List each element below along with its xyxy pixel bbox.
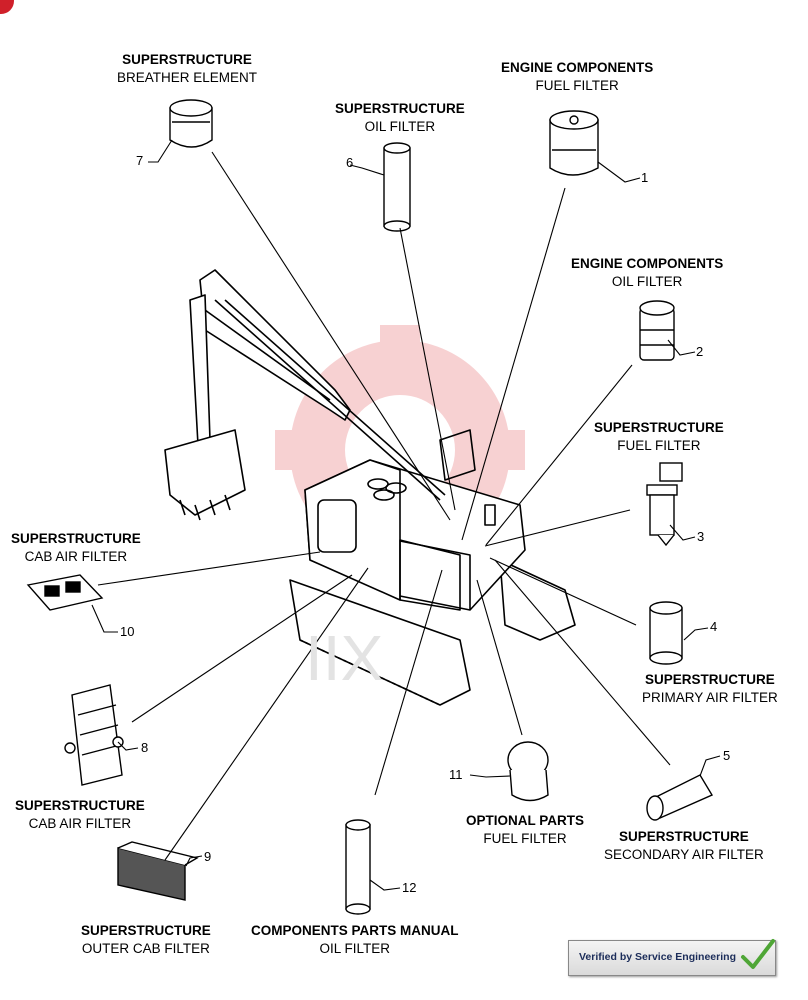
part-3-fuel-filter-icon: [646, 462, 683, 547]
checkmark-icon: [741, 939, 775, 969]
callout-number-2: 2: [696, 344, 704, 359]
callout-number-8: 8: [141, 740, 149, 755]
part-9-outer-cab-filter-icon: [117, 841, 199, 901]
excavator-illustration: [164, 269, 576, 706]
leader-lines: [91, 139, 721, 891]
callout-number-7: 7: [136, 153, 144, 168]
part-1-fuel-filter-icon: [549, 110, 599, 176]
part-12-oil-filter-icon: [345, 819, 371, 915]
callout-number-10: 10: [120, 624, 135, 639]
callout-number-12: 12: [402, 880, 417, 895]
part-6-oil-filter-icon: [383, 142, 411, 232]
callout-number-3: 3: [697, 529, 705, 544]
verified-badge: Verified by Service Engineering: [568, 939, 776, 976]
callout-number-11: 11: [449, 767, 463, 782]
part-5-secondary-air-filter-icon: [646, 774, 714, 821]
verified-badge-text: Verified by Service Engineering: [579, 951, 736, 963]
callout-number-1: 1: [641, 170, 649, 185]
part-7-breather-element-icon: [169, 99, 213, 148]
part-4-primary-air-filter-icon: [649, 601, 683, 665]
part-2-oil-filter-icon: [639, 300, 675, 361]
part-8-cab-air-filter-icon: [64, 684, 124, 786]
callout-number-4: 4: [710, 619, 718, 634]
callout-number-5: 5: [723, 748, 731, 763]
part-11-optional-fuel-filter-icon: [507, 741, 549, 802]
watermark-text: IIX: [305, 622, 383, 694]
callout-number-6: 6: [346, 155, 354, 170]
callout-number-9: 9: [204, 849, 212, 864]
part-10-cab-air-filter-icon: [26, 574, 104, 611]
